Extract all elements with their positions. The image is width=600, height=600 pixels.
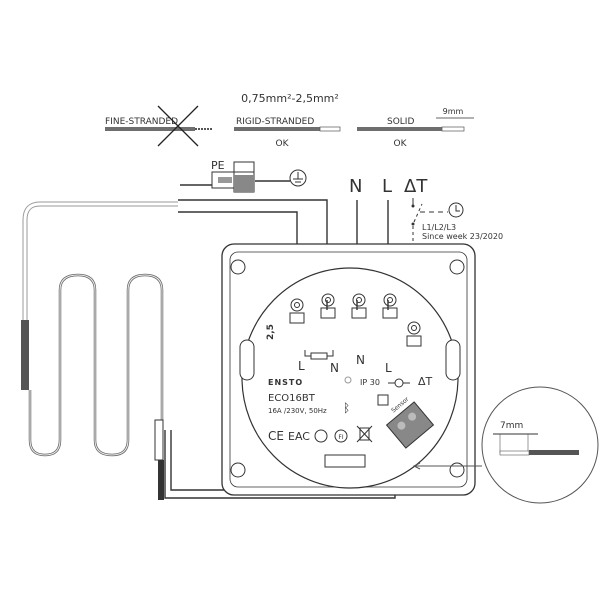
- fi-mark: [334, 429, 348, 443]
- heating-cable: [21, 201, 178, 457]
- eac-mark: EAC: [288, 430, 310, 443]
- detail-strip-length: 7mm: [500, 421, 523, 431]
- supply-l-label: L: [385, 361, 392, 375]
- fine-stranded-wire: FINE-STRANDED: [105, 105, 212, 147]
- fine-stranded-label: FINE-STRANDED: [105, 117, 178, 127]
- bluetooth-icon: ᛒ: [343, 401, 350, 415]
- cross-section-label: 0,75mm²-2,5mm²: [241, 92, 339, 105]
- ground-mark-icon: [314, 429, 328, 443]
- weee-bin-icon: [356, 425, 373, 443]
- strip-gauge-label: 2,5: [266, 324, 276, 340]
- l-label: L: [382, 176, 392, 197]
- double-insulation-icon: [377, 394, 389, 406]
- pe-label: PE: [211, 159, 225, 172]
- thermostat-device: [221, 243, 476, 496]
- switch-note-date: Since week 23/2020: [422, 232, 503, 241]
- load-l-label: L: [298, 359, 305, 373]
- ground-icon: [289, 169, 307, 187]
- load-n-label: N: [330, 361, 339, 375]
- terminal-block: [289, 293, 422, 347]
- clock-icon: [448, 202, 464, 218]
- solid-strip-length: 9mm: [443, 107, 464, 116]
- device-delta-t-label: ΔT: [418, 375, 433, 388]
- rigid-stranded-label: RIGID-STRANDED: [236, 117, 314, 127]
- n-label: N: [349, 176, 362, 197]
- solid-label: SOLID: [387, 117, 414, 127]
- strip-length-detail: 7mm: [412, 386, 599, 504]
- supply-n-label: N: [356, 353, 365, 367]
- solid-wire: SOLID 9mm OK: [357, 107, 474, 149]
- rigid-ok-label: OK: [276, 139, 290, 149]
- led-indicator: [344, 376, 352, 384]
- load-resistor-icon: [304, 350, 334, 360]
- sensor-terminal-icon: [388, 378, 410, 388]
- ce-mark: CE: [268, 429, 284, 443]
- brand-logo: ENSTO: [268, 378, 303, 387]
- rating-label: 16A /230V, 50Hz: [268, 407, 327, 415]
- switch-note-phases: L1/L2/L3: [422, 223, 456, 232]
- fi-mark-label: FI: [338, 434, 343, 441]
- model-label: ECO16BT: [268, 393, 316, 404]
- solid-ok-label: OK: [394, 139, 408, 149]
- delta-t-label: ΔT: [404, 176, 428, 197]
- pe-connector: PE: [211, 159, 255, 193]
- rigid-stranded-wire: RIGID-STRANDED OK: [234, 117, 341, 149]
- ip-rating: IP 30: [360, 378, 380, 387]
